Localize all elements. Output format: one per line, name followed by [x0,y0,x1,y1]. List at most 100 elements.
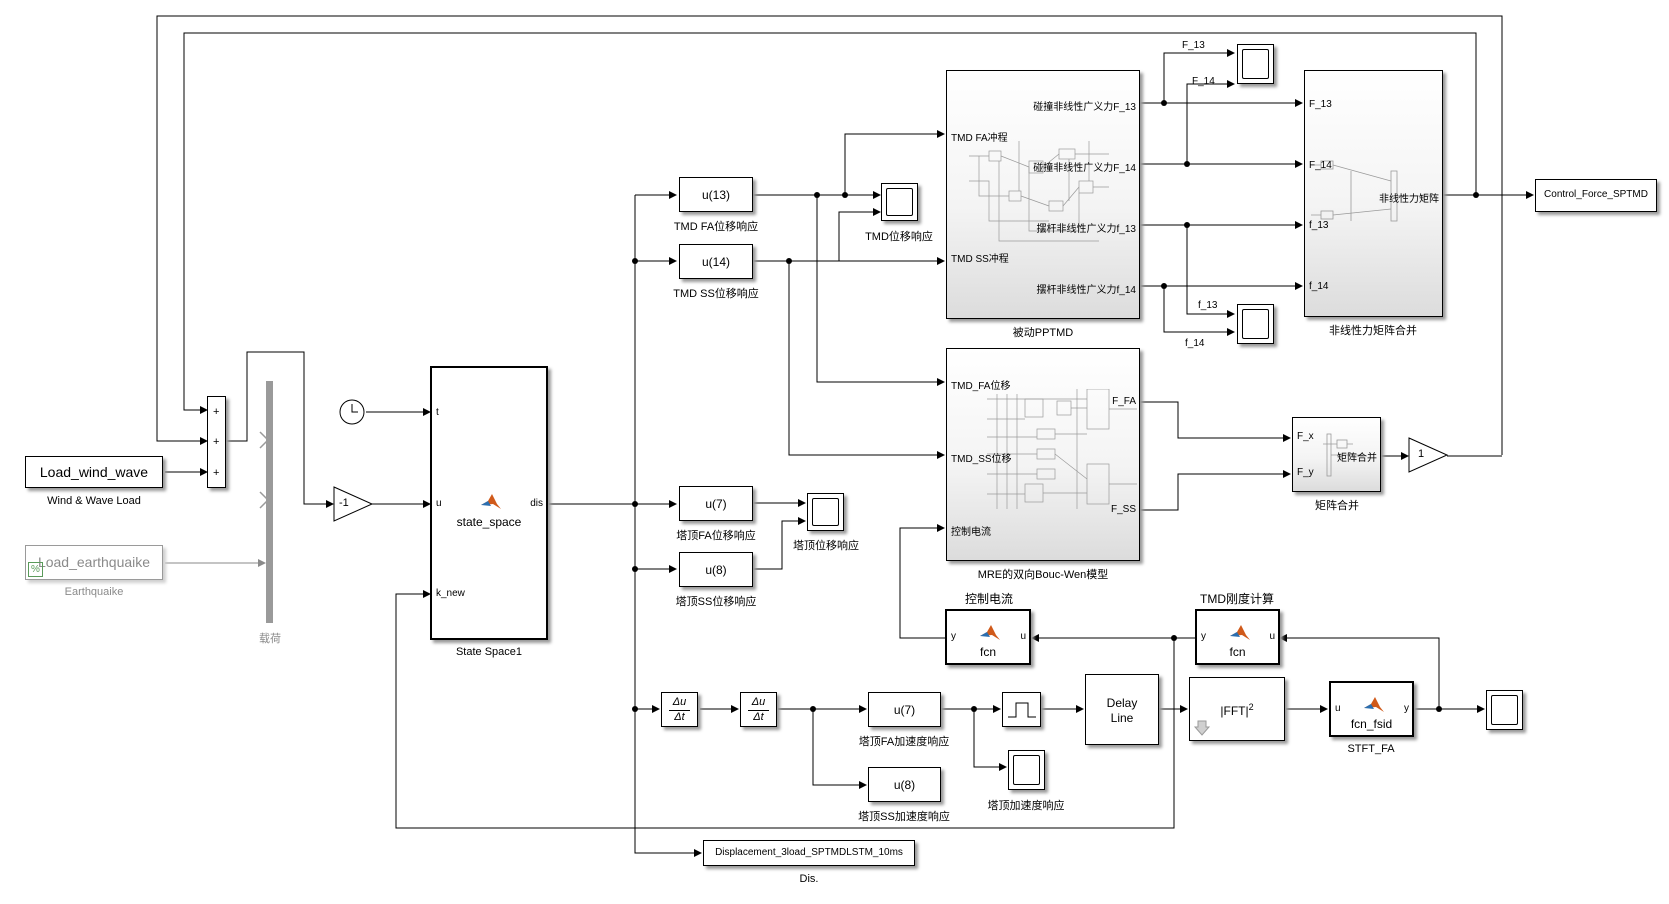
merge-nonlinear-subsystem[interactable]: F_13 F_14 f_13 f_14 非线性力矩阵 [1304,70,1443,317]
load-mux-block[interactable] [266,381,273,623]
wire-ctrl-current [899,524,945,639]
stft-name: fcn_fsid [1350,717,1393,731]
sum-block[interactable]: + + + [207,396,226,488]
scope-screen-icon [1491,695,1518,725]
fft-label: |FFT| [1220,704,1249,718]
u8-caption: 塔顶SS位移响应 [675,596,757,608]
gain-neg-value: -1 [339,497,349,509]
state-space-port-dis: dis [530,498,543,509]
gain-one-value: 1 [1418,448,1425,460]
scope-acc-block[interactable] [1008,750,1045,790]
scope-screen-icon [1242,49,1269,79]
staircase-icon [1008,702,1036,718]
fcn-u7-acc-block[interactable]: u(7) [868,692,941,727]
merge-nl-caption: 非线性力矩阵合并 [1329,325,1417,337]
fcn-u13-block[interactable]: u(13) [679,177,753,212]
fcn-ctrl-title: 控制电流 [964,592,1014,606]
fcn-tmd-block[interactable]: y u fcn [1195,609,1280,665]
fcn-ctrl-name: fcn [979,645,996,659]
fft-block[interactable]: |FFT|2 [1189,677,1285,741]
wire-k-new [395,590,1175,829]
pptmd-port-out4: 摆杆非线性广义力f_14 [1036,285,1136,296]
wind-load-caption: Wind & Wave Load [47,495,141,507]
stft-caption: STFT_FA [1347,743,1395,755]
scope-tmd-caption: TMD位移响应 [865,231,933,243]
signal-label-F13: F_13 [1182,40,1205,51]
fcn-ctrl-port-u: u [1020,631,1026,642]
earthquake-load-block[interactable]: Load_earthquaike % [25,545,163,580]
load-mux-caption: 载荷 [259,633,281,645]
clock-icon[interactable] [339,399,367,427]
fcn-ctrl-block[interactable]: y u fcn [945,609,1031,665]
derivative-den: Δt [753,711,764,723]
down-arrow-icon [1194,720,1210,736]
merge-mat-port-in2: F_y [1297,467,1314,478]
derivative-num: Δu [672,696,687,708]
scope-F-block[interactable] [1237,44,1274,84]
matlab-logo-icon [1364,697,1384,712]
sum-sign-2: + [213,436,220,448]
scope-f-block[interactable] [1237,304,1274,344]
scope-tmd-block[interactable] [881,183,918,221]
wind-load-block[interactable]: Load_wind_wave [25,456,163,488]
to-workspace-block[interactable]: Displacement_3load_SPTMDLSTM_10ms [703,840,915,866]
scope-fft-block[interactable] [1486,690,1523,730]
pptmd-subsystem[interactable]: TMD FA冲程 TMD SS冲程 碰撞非线性广义力F_13 碰撞非线性广义力F… [946,70,1140,319]
state-space-caption: State Space1 [455,646,523,658]
fcn-tmd-port-u: u [1269,631,1275,642]
signal-label-f14: f_14 [1185,338,1205,349]
stft-fcn-block[interactable]: u y fcn_fsid [1329,681,1414,737]
wire-FFA [1140,401,1291,442]
fcn-u8-block[interactable]: u(8) [679,552,753,587]
fcn-u7-block[interactable]: u(7) [679,486,753,521]
fcn-u14-block[interactable]: u(14) [679,244,753,279]
scope-screen-icon [1242,309,1269,339]
gain-one-block[interactable] [1408,437,1450,475]
wire-dis-trunk [634,195,702,857]
derivative-2-block[interactable]: Δu Δt [740,692,777,727]
pptmd-port-out2: 碰撞非线性广义力F_14 [1033,163,1136,174]
mre-port-out1: F_FA [1112,396,1136,407]
state-space-port-t: t [436,407,439,418]
mre-subsystem[interactable]: TMD_FA位移 TMD_SS位移 控制电流 F_FA F_SS [946,348,1140,561]
control-force-output[interactable]: Control_Force_SPTMD [1535,179,1657,212]
state-space-name: state_space [456,515,522,529]
zero-order-hold-block[interactable] [1002,692,1041,727]
pptmd-port-out3: 摆杆非线性广义力f_13 [1036,224,1136,235]
signal-label-f13: f_13 [1198,300,1218,311]
wire-FSS [1140,470,1291,511]
state-space-block[interactable]: t u k_new dis state_space [430,366,548,640]
delay-line-block[interactable]: Delay Line [1085,674,1159,745]
u13-caption: TMD FA位移响应 [673,221,759,233]
u8-acc-caption: 塔顶SS加速度响应 [858,811,950,823]
scope-top-caption: 塔顶位移响应 [793,540,859,552]
fcn-tmd-title: TMD刚度计算 [1200,592,1274,606]
subsystem-preview-icon [1311,160,1431,222]
merge-nl-port-in3: f_13 [1309,220,1329,231]
state-space-port-k: k_new [436,588,465,599]
pptmd-caption: 被动PPTMD [1012,327,1074,339]
u7-acc-caption: 塔顶FA加速度响应 [858,736,950,748]
merge-mat-caption: 矩阵合并 [1315,500,1359,512]
merge-mat-inner-label: 矩阵合并 [1337,453,1377,464]
sum-sign-3: + [213,467,220,479]
mre-port-in3: 控制电流 [951,527,991,538]
mre-port-out2: F_SS [1110,504,1136,515]
signal-label-F14: F_14 [1192,76,1215,87]
fcn-u8-acc-block[interactable]: u(8) [868,767,941,802]
fcn-tmd-name: fcn [1229,645,1246,659]
gain-neg-block[interactable] [333,486,375,524]
to-workspace-caption: Dis. [799,873,819,885]
scope-top-block[interactable] [807,493,844,531]
derivative-1-block[interactable]: Δu Δt [661,692,698,727]
mre-caption: MRE的双向Bouc-Wen模型 [977,569,1109,581]
pptmd-port-in1: TMD FA冲程 [951,133,1008,144]
mre-port-in1: TMD_FA位移 [951,381,1011,392]
wire-feedback-inner [183,32,1477,414]
scope-screen-icon [886,188,913,216]
matlab-logo-icon [980,625,1000,640]
merge-matrix-subsystem[interactable]: F_x F_y 矩阵合并 [1292,417,1381,492]
sum-sign-1: + [213,406,220,418]
subsystem-preview-icon [1323,433,1363,477]
